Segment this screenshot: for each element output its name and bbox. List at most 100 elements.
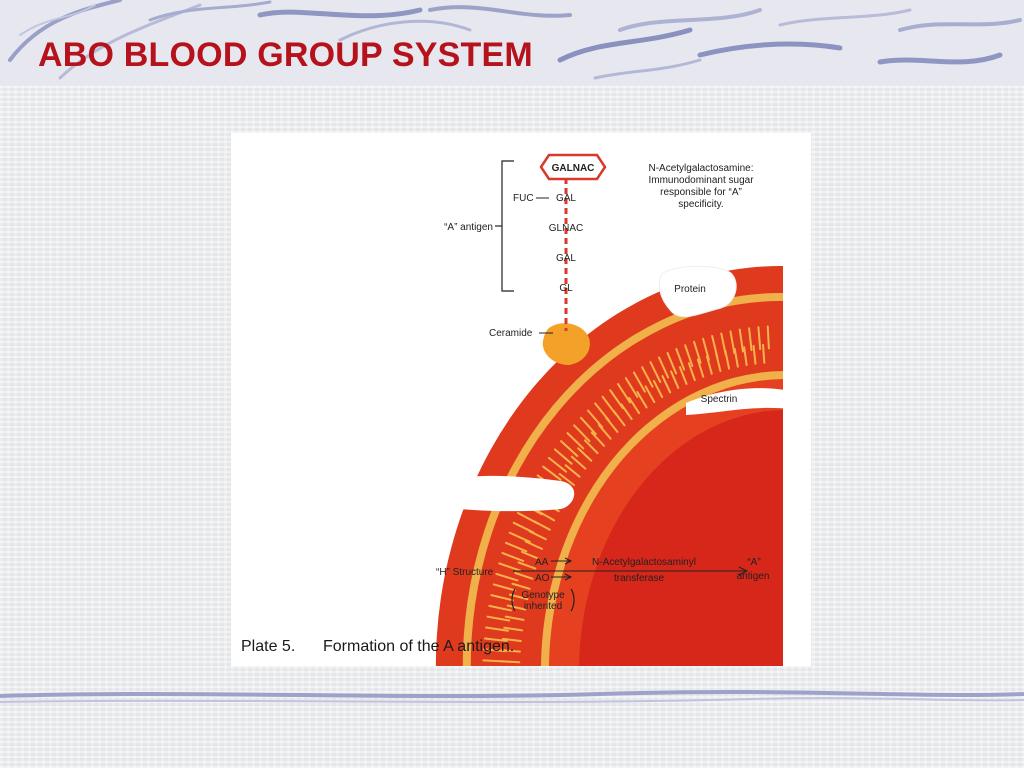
lipid-tail <box>693 340 702 364</box>
lipid-tail <box>687 362 696 382</box>
lipid-tail <box>485 626 509 632</box>
lipid-tail <box>486 615 511 622</box>
lipid-tail <box>570 455 587 470</box>
ceramide-label: Ceramide <box>489 328 533 339</box>
lipid-tail <box>490 594 514 602</box>
lipid-tail <box>488 604 512 612</box>
plate-figure: GALNAC FUC GAL GLNAC GAL GL “A” antigen … <box>231 133 811 666</box>
lipid-tail <box>724 350 731 370</box>
lipid-tails <box>482 325 770 664</box>
genotype-line-1: Genotype <box>521 590 565 601</box>
lipid-tail <box>506 604 527 611</box>
gal-label-2: GAL <box>556 253 576 264</box>
lipid-tail <box>657 356 670 379</box>
lipid-tail <box>547 456 568 473</box>
note-line-1: N-Acetylgalactosamine: <box>648 163 753 174</box>
result-line-1: “A” <box>747 557 760 568</box>
lipid-tail <box>514 572 534 580</box>
lipid-tail <box>524 540 544 550</box>
note-line-4: specificity. <box>678 199 723 210</box>
lipid-tail <box>500 660 521 664</box>
lipid-tail <box>743 346 748 367</box>
aa-label: AA <box>535 557 549 568</box>
lipid-tail <box>501 552 525 562</box>
lipid-tail <box>605 416 619 433</box>
lipid-tail <box>715 352 722 373</box>
lipid-tail <box>501 637 522 642</box>
antigen-bracket <box>501 160 514 292</box>
galnac-label: GALNAC <box>552 163 595 174</box>
fuc-label: FUC <box>513 193 534 204</box>
lipid-tail <box>644 385 656 404</box>
lipid-tail <box>612 409 626 427</box>
lipid-tail <box>666 352 678 375</box>
lipid-tail <box>678 366 688 385</box>
caption-text: Formation of the A antigen. <box>323 638 515 655</box>
glnac-label: GLNAC <box>549 223 583 234</box>
lipid-tail <box>566 432 585 450</box>
lipid-tail <box>504 615 525 621</box>
lipid-tail <box>757 326 762 351</box>
enzyme-line-2: transferase <box>614 573 664 584</box>
lipid-tail <box>500 649 521 653</box>
spectrin-label: Spectrin <box>701 394 738 405</box>
lipid-tail <box>558 473 575 487</box>
genotype-line-2: inherited <box>524 601 562 612</box>
lipid-tail <box>504 541 528 553</box>
lipid-tail <box>620 403 633 421</box>
lipid-tail <box>590 431 605 447</box>
result-line-2: antigen <box>737 571 770 582</box>
h-structure-label: “H” Structure <box>436 567 494 578</box>
lipid-tail <box>517 561 537 570</box>
lipid-tail <box>624 377 639 398</box>
lipid-tail <box>762 343 766 364</box>
lipid-tail <box>696 358 705 378</box>
lipid-tail <box>532 520 551 531</box>
lipid-tail <box>537 510 556 522</box>
lipid-tail <box>609 389 624 410</box>
figure-caption: Plate 5.Formation of the A antigen. <box>241 638 514 656</box>
decorative-wave-divider <box>0 690 1024 703</box>
lipid-tail <box>483 637 508 642</box>
gal-label-1: GAL <box>556 193 576 204</box>
lipid-tail <box>511 582 531 590</box>
lipid-tail <box>495 572 519 582</box>
lipid-tail <box>492 583 516 592</box>
protein-blob <box>658 265 737 318</box>
lipid-tail <box>583 439 599 455</box>
protein-label: Protein <box>674 284 706 295</box>
lipid-tail <box>564 464 581 478</box>
gl-label: GL <box>559 283 573 294</box>
lipid-tail <box>498 562 522 572</box>
a-antigen-diagram: GALNAC FUC GAL GLNAC GAL GL “A” antigen … <box>432 153 791 666</box>
lipid-tail <box>508 531 531 543</box>
lipid-tail <box>738 328 744 353</box>
lipid-tail <box>597 424 612 440</box>
lipid-tail <box>684 344 694 368</box>
lipid-tail <box>632 371 646 393</box>
lipid-tail <box>573 424 591 443</box>
enzyme-line-1: N-Acetylgalactosaminyl <box>592 557 696 568</box>
lipid-tail <box>675 348 686 371</box>
lipid-tail <box>616 383 632 404</box>
lipid-tail <box>641 366 654 388</box>
lipid-tail <box>729 330 736 355</box>
lipid-tail <box>586 409 604 429</box>
lipid-tail <box>766 325 770 350</box>
lipid-tail <box>733 347 739 368</box>
lipid-tail <box>661 375 672 394</box>
ao-label: AO <box>535 573 550 584</box>
lipid-tail <box>542 465 562 481</box>
lipid-tail <box>628 397 641 415</box>
lipid-tail <box>652 380 664 399</box>
lipid-tail <box>636 391 648 409</box>
lipid-tail <box>752 344 757 365</box>
lipid-tail <box>553 448 573 465</box>
lipid-tail <box>577 447 593 462</box>
lipid-tail <box>560 440 579 457</box>
lipid-tail <box>748 327 753 352</box>
cell-membrane <box>435 265 783 666</box>
lipid-tail <box>579 416 597 436</box>
note-line-2: Immunodominant sugar <box>648 175 754 186</box>
lipid-tail <box>670 370 680 389</box>
